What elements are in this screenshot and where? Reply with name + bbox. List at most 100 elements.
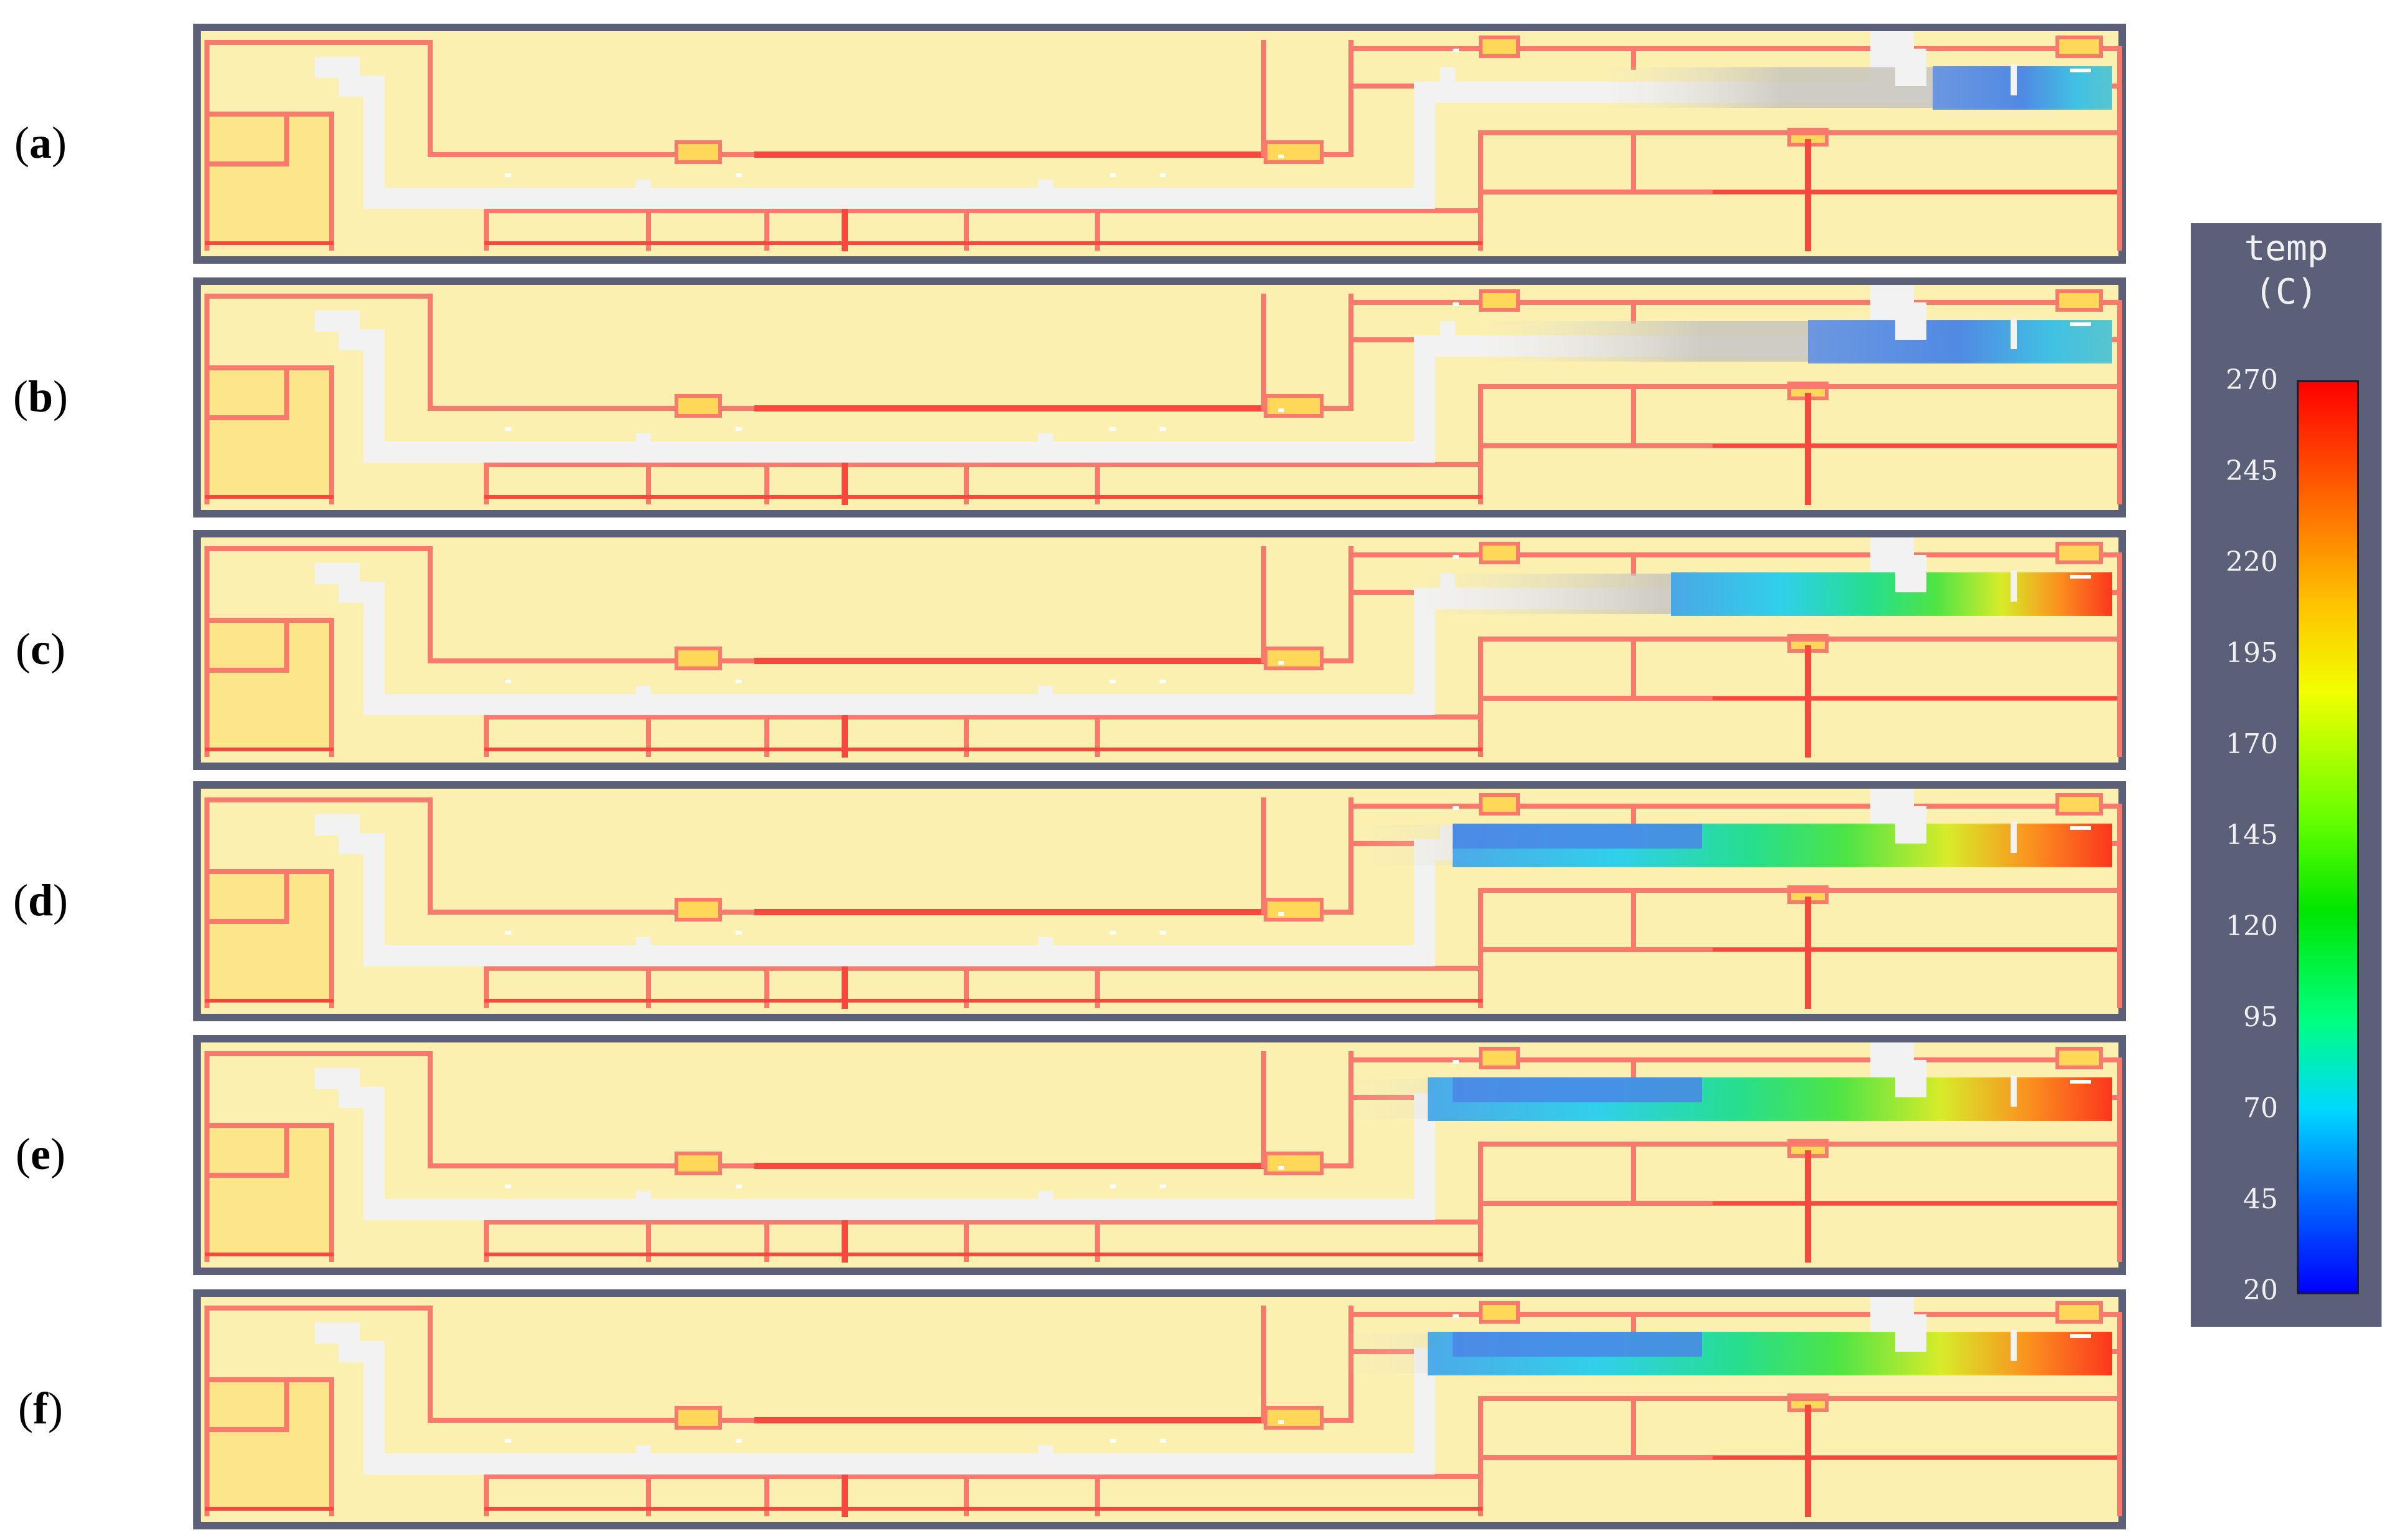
floor-plan: [204, 1297, 2122, 1517]
marker: [1110, 680, 1116, 683]
cool-upper-layer: [1453, 1332, 1702, 1357]
marker: [1160, 931, 1166, 935]
exit-sign: [2070, 1334, 2091, 1338]
floor-plan-svg: [193, 781, 2126, 1021]
floor-plan-panel-d: [193, 781, 2126, 1021]
marker: [1453, 302, 1459, 306]
corridor: [315, 310, 2095, 463]
vent: [1264, 647, 1324, 670]
panel-label-a: (a): [14, 118, 67, 168]
corridor-branch: [1038, 1445, 1053, 1470]
vent: [675, 647, 722, 670]
door-opening: [1895, 806, 1926, 844]
marker: [736, 1185, 742, 1188]
corridor-branch: [1038, 1191, 1053, 1216]
room-left-stair: [207, 1125, 332, 1256]
marker: [1110, 931, 1116, 935]
temperature-field: [1808, 320, 2112, 363]
vent: [2055, 1301, 2103, 1324]
exit-sign: [2070, 575, 2091, 579]
marker: [1278, 912, 1284, 916]
vent: [1479, 1047, 1520, 1069]
corridor-branch: [1038, 686, 1053, 711]
legend-tick-label: 120: [2226, 910, 2278, 942]
floor-plan-svg: [193, 1289, 2126, 1529]
legend-tick-label: 45: [2243, 1183, 2278, 1215]
corridor: [315, 563, 2095, 715]
vent: [2055, 36, 2103, 58]
marker: [1278, 1166, 1284, 1170]
vent: [1264, 1152, 1324, 1175]
marker: [505, 1185, 511, 1188]
marker: [505, 427, 511, 431]
floor-plan: [204, 285, 2122, 505]
floor-plan-panel-c: [193, 530, 2126, 770]
door-opening: [1895, 555, 1926, 592]
corridor-branch: [1440, 67, 1455, 92]
legend-title: temp: [2244, 228, 2329, 269]
corridor: [315, 1322, 2095, 1475]
floor-plan: [204, 31, 2122, 251]
vent: [1264, 394, 1324, 418]
marker: [1453, 49, 1459, 52]
vent: [1264, 140, 1324, 164]
legend-tick-label: 245: [2226, 455, 2278, 487]
marker: [1110, 1439, 1116, 1443]
vent: [1264, 898, 1324, 922]
corridor-branch: [1440, 321, 1455, 346]
marker: [736, 931, 742, 935]
door-opening: [1895, 49, 1926, 86]
floor-plan-svg: [193, 24, 2126, 264]
marker: [736, 680, 742, 683]
vent: [1479, 793, 1520, 816]
legend-tick-label: 95: [2243, 1001, 2278, 1033]
marker: [736, 427, 742, 431]
vent: [1264, 1406, 1324, 1430]
panel-label-c: (c): [16, 624, 65, 674]
corridor-branch: [636, 686, 651, 711]
exit-sign: [2070, 322, 2091, 326]
panel-label-f: (f): [18, 1384, 63, 1433]
floor-plan: [204, 789, 2122, 1009]
floor-plan-panel-b: [193, 277, 2126, 517]
vent: [2055, 1047, 2103, 1069]
room-left-stair: [207, 620, 332, 751]
vent: [675, 394, 722, 418]
exit-sign: [2070, 69, 2091, 72]
legend-tick-label: 20: [2243, 1274, 2278, 1306]
corridor-branch: [636, 180, 651, 205]
legend-tick-label: 270: [2226, 364, 2278, 396]
floor-plan-panel-a: [193, 24, 2126, 264]
panel-letter: a: [29, 118, 52, 168]
floor-plan-svg: [193, 530, 2126, 770]
floor-plan-svg: [193, 277, 2126, 517]
corridor-branch: [1038, 937, 1053, 962]
corridor-branch: [1038, 433, 1053, 458]
vent: [2055, 289, 2103, 312]
vent: [2055, 793, 2103, 816]
marker: [1278, 155, 1284, 158]
exit-sign: [2070, 1080, 2091, 1084]
vent: [675, 898, 722, 922]
marker: [1160, 427, 1166, 431]
marker: [505, 931, 511, 935]
marker: [1453, 555, 1459, 559]
room-left-stair: [207, 1380, 332, 1511]
door-opening: [1895, 302, 1926, 340]
door-opening: [1895, 1314, 1926, 1352]
floor-plan: [204, 537, 2122, 758]
marker: [1278, 661, 1284, 665]
marker: [1453, 1314, 1459, 1318]
vent: [1479, 1301, 1520, 1324]
door-opening: [1895, 1060, 1926, 1097]
marker: [505, 173, 511, 177]
marker: [505, 1439, 511, 1443]
corridor-branch: [636, 1445, 651, 1470]
legend-tick-label: 145: [2226, 819, 2278, 851]
marker: [1160, 1439, 1166, 1443]
floor-plan-panel-e: [193, 1035, 2126, 1275]
floor-plan-svg: [193, 1035, 2126, 1275]
room-left-stair: [207, 368, 332, 499]
corridor: [315, 57, 2095, 209]
